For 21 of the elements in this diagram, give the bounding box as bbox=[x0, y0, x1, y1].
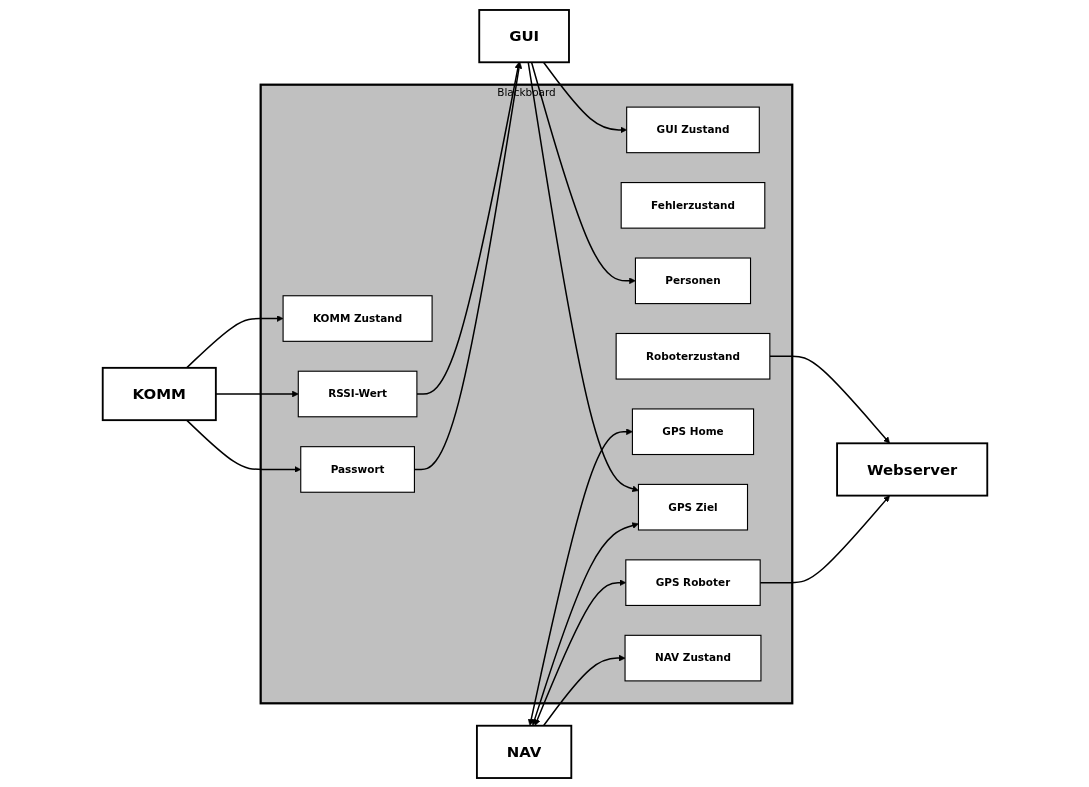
arrow bbox=[413, 61, 522, 470]
node-box: GPS Home bbox=[631, 407, 754, 455]
node-box: KOMM Zustand bbox=[282, 294, 433, 342]
node-box: RSSI-Wert bbox=[297, 370, 417, 417]
node-box: GUI bbox=[477, 8, 570, 63]
arrow bbox=[185, 418, 301, 473]
node-box: GUI Zustand bbox=[625, 106, 760, 153]
arrow bbox=[533, 578, 626, 726]
node-box: GPS Roboter bbox=[624, 558, 761, 606]
node-box: Personen bbox=[634, 256, 751, 304]
arrow bbox=[185, 314, 283, 369]
node-box: NAV bbox=[475, 724, 572, 779]
node-box: Passwort bbox=[299, 445, 415, 493]
node-box: GPS Ziel bbox=[637, 483, 748, 531]
arrow bbox=[542, 654, 625, 726]
node-box: Roboterzustand bbox=[615, 332, 770, 380]
node-box: NAV Zustand bbox=[624, 634, 761, 681]
arrow bbox=[542, 61, 627, 133]
node-box: KOMM bbox=[101, 366, 217, 421]
node-box: Webserver bbox=[835, 441, 988, 497]
node-box: Fehlerzustand bbox=[620, 181, 765, 229]
